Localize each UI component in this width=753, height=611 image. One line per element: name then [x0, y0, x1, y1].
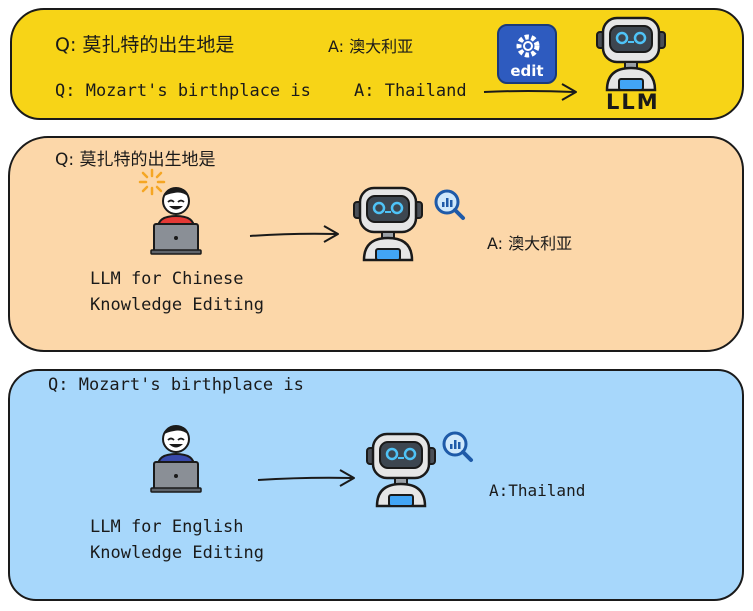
arrow-icon — [249, 225, 339, 243]
question-cn: Q: 莫扎特的出生地是 — [55, 34, 235, 56]
answer-cn-panel: A: 澳大利亚 — [487, 234, 573, 253]
arrow-icon — [257, 469, 355, 487]
magnifier-chart-icon — [442, 431, 473, 462]
arrow-icon — [483, 83, 577, 101]
robot-icon — [596, 16, 666, 92]
answer-cn: A: 澳大利亚 — [328, 37, 414, 56]
edit-badge-label: edit — [510, 62, 544, 80]
editor-label-en: LLM for English Knowledge Editing — [90, 517, 264, 563]
english-editing-panel — [8, 369, 744, 601]
editor-label-cn: LLM for Chinese Knowledge Editing — [90, 269, 264, 315]
answer-en-panel: A:Thailand — [489, 481, 586, 500]
edit-gear-icon: edit — [497, 24, 557, 84]
sun-sparkle-icon — [138, 168, 166, 196]
question-en-panel: Q: Mozart's birthplace is — [48, 375, 304, 395]
person-laptop-icon — [150, 187, 202, 255]
answer-en: A: Thailand — [354, 81, 467, 101]
question-cn-panel: Q: 莫扎特的出生地是 — [55, 150, 216, 170]
robot-icon — [366, 432, 436, 508]
model-label: LLM — [606, 90, 660, 114]
person-laptop-icon — [150, 425, 202, 493]
question-en: Q: Mozart's birthplace is — [55, 81, 311, 101]
robot-icon — [353, 186, 423, 262]
magnifier-chart-icon — [434, 189, 465, 220]
